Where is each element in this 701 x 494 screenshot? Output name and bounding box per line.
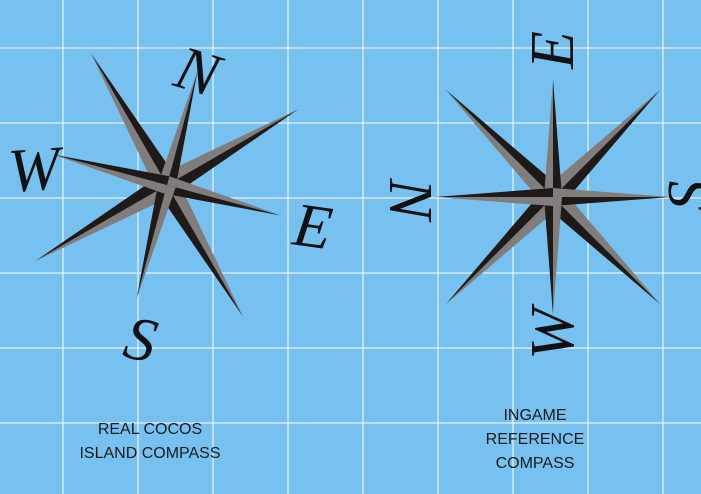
- star-point-dark-half: [446, 90, 562, 197]
- reference-compass-east-label: E: [519, 31, 587, 70]
- star-point-light-half: [553, 189, 660, 305]
- reference-compass-caption-line1: INGAME: [430, 404, 640, 428]
- star-point-dark-half: [545, 197, 661, 304]
- star-point-light-half: [446, 197, 562, 304]
- real-compass-west-label: W: [6, 134, 68, 206]
- reference-compass-caption-line2: REFERENCE: [430, 428, 640, 452]
- star-point-dark-half: [553, 90, 660, 206]
- reference-compass-north-label: N: [376, 177, 444, 223]
- reference-compass-star: [435, 79, 671, 315]
- reference-compass-west-label: W: [519, 303, 587, 360]
- real-compass-south-label: S: [118, 303, 162, 376]
- star-point-light-half: [545, 90, 661, 197]
- real-compass-east-label: E: [288, 191, 336, 264]
- real-compass-caption: REAL COCOS ISLAND COMPASS: [40, 418, 260, 466]
- real-compass-caption-line1: REAL COCOS: [40, 418, 260, 442]
- reference-compass-caption: INGAME REFERENCE COMPASS: [430, 404, 640, 476]
- star-point-dark-half: [435, 188, 553, 197]
- real-compass: N: [22, 8, 320, 330]
- reference-compass-south-label: S: [656, 181, 701, 212]
- star-point-light-half: [446, 90, 553, 206]
- real-compass-caption-line2: ISLAND COMPASS: [40, 442, 260, 466]
- reference-compass: [435, 79, 671, 315]
- star-point-light-half: [553, 188, 671, 197]
- star-point-dark-half: [446, 189, 553, 305]
- real-compass-north-label: N: [167, 33, 231, 111]
- reference-compass-caption-line3: COMPASS: [430, 452, 640, 476]
- real-compass-star: [22, 40, 311, 329]
